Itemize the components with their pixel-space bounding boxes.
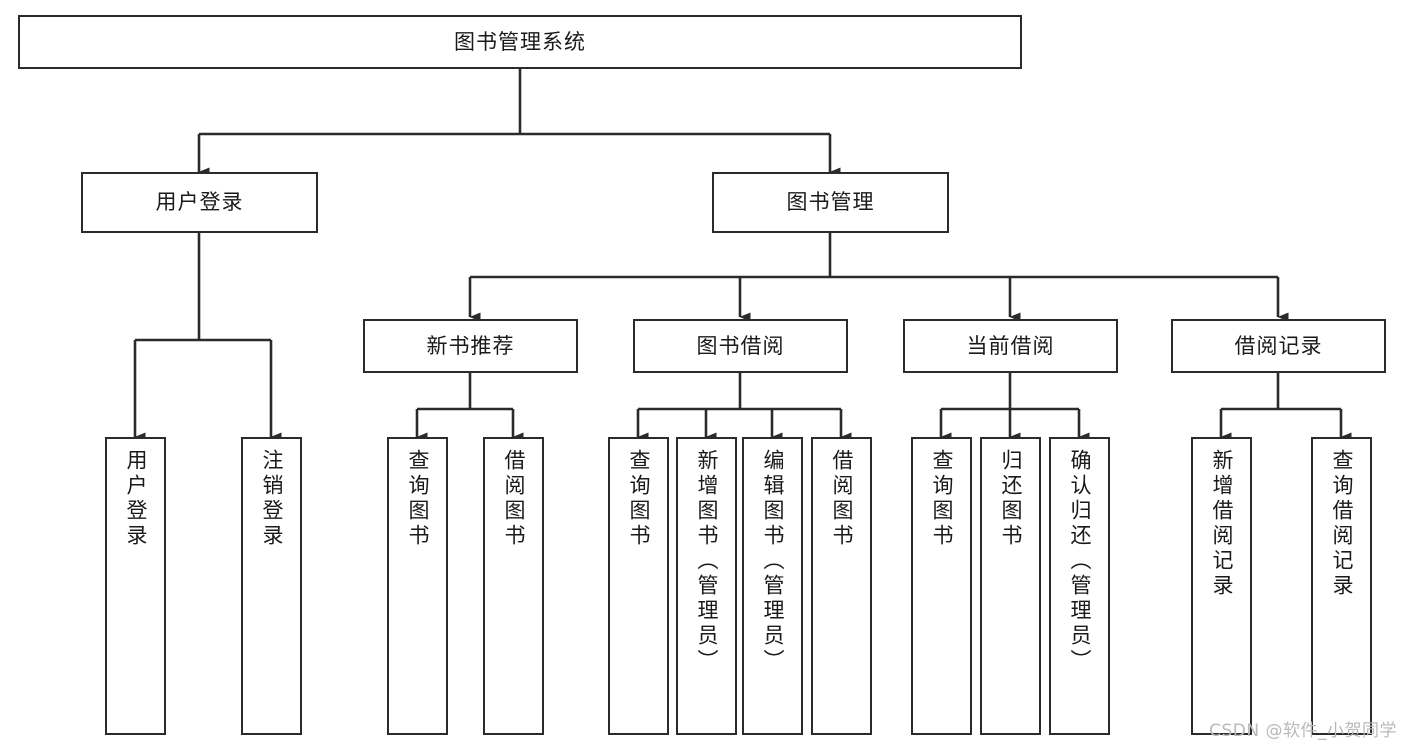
node-leaf-add-record-label: 新增借阅记录 xyxy=(1210,449,1234,599)
node-leaf-logout[interactable]: 注销登录 xyxy=(241,437,302,735)
node-leaf-return-book-label: 归还图书 xyxy=(999,449,1023,549)
node-leaf-query-book-3-label: 查询图书 xyxy=(930,449,954,549)
node-new-book-rec-label: 新书推荐 xyxy=(426,333,515,358)
node-leaf-add-record[interactable]: 新增借阅记录 xyxy=(1191,437,1252,735)
node-current-borrow[interactable]: 当前借阅 xyxy=(903,319,1118,373)
node-leaf-query-record[interactable]: 查询借阅记录 xyxy=(1311,437,1372,735)
node-leaf-query-book-2[interactable]: 查询图书 xyxy=(608,437,669,735)
node-leaf-confirm-return[interactable]: 确认归还（管理员） xyxy=(1049,437,1110,735)
node-book-manage-label: 图书管理 xyxy=(786,190,875,215)
node-leaf-edit-book[interactable]: 编辑图书（管理员） xyxy=(742,437,803,735)
node-leaf-edit-book-label: 编辑图书（管理员） xyxy=(761,449,785,674)
node-leaf-user-login-label: 用户登录 xyxy=(124,449,148,549)
node-leaf-user-login[interactable]: 用户登录 xyxy=(105,437,166,735)
node-leaf-query-book-1-label: 查询图书 xyxy=(406,449,430,549)
node-leaf-borrow-book-1[interactable]: 借阅图书 xyxy=(483,437,544,735)
node-leaf-query-book-1[interactable]: 查询图书 xyxy=(387,437,448,735)
node-user-login-label: 用户登录 xyxy=(155,190,244,215)
node-current-borrow-label: 当前借阅 xyxy=(966,333,1055,358)
node-root[interactable]: 图书管理系统 xyxy=(18,15,1022,69)
node-borrow-record[interactable]: 借阅记录 xyxy=(1171,319,1386,373)
node-book-borrow-label: 图书借阅 xyxy=(696,333,785,358)
node-leaf-borrow-book-1-label: 借阅图书 xyxy=(502,449,526,549)
node-leaf-logout-label: 注销登录 xyxy=(260,449,284,549)
node-leaf-query-record-label: 查询借阅记录 xyxy=(1330,449,1354,599)
node-leaf-borrow-book-2[interactable]: 借阅图书 xyxy=(811,437,872,735)
node-new-book-rec[interactable]: 新书推荐 xyxy=(363,319,578,373)
node-root-label: 图书管理系统 xyxy=(454,29,586,54)
node-book-borrow[interactable]: 图书借阅 xyxy=(633,319,848,373)
node-leaf-confirm-return-label: 确认归还（管理员） xyxy=(1068,449,1092,674)
watermark: CSDN @软件_小贺同学 xyxy=(1209,721,1397,741)
node-borrow-record-label: 借阅记录 xyxy=(1234,333,1323,358)
node-leaf-query-book-2-label: 查询图书 xyxy=(627,449,651,549)
node-user-login[interactable]: 用户登录 xyxy=(81,172,318,233)
node-leaf-add-book-label: 新增图书（管理员） xyxy=(695,449,719,674)
node-leaf-query-book-3[interactable]: 查询图书 xyxy=(911,437,972,735)
node-leaf-return-book[interactable]: 归还图书 xyxy=(980,437,1041,735)
node-book-manage[interactable]: 图书管理 xyxy=(712,172,949,233)
node-leaf-borrow-book-2-label: 借阅图书 xyxy=(830,449,854,549)
node-leaf-add-book[interactable]: 新增图书（管理员） xyxy=(676,437,737,735)
